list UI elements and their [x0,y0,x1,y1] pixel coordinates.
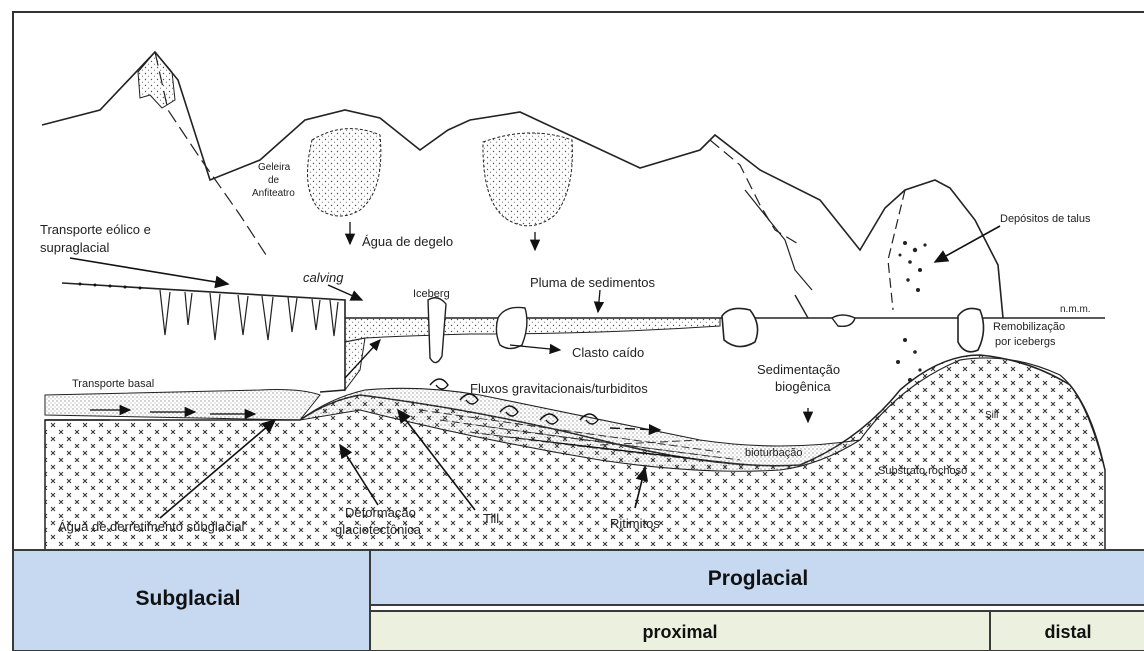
iceberg-3 [722,308,758,346]
label-pluma: Pluma de sedimentos [530,275,656,290]
iceberg-5 [958,308,984,351]
label-geleira-2: de [268,175,280,186]
label-till: Till [483,511,499,526]
zone-distal-label: distal [1044,622,1091,642]
label-iceberg: Iceberg [413,288,450,300]
label-fluxos: Fluxos gravitacionais/turbiditos [470,381,648,396]
label-transporte-basal: Transporte basal [72,378,154,390]
label-depositos-talus: Depósitos de talus [1000,213,1091,225]
zone-table: Subglacial Proglacial proximal distal [13,550,1144,651]
zone-proximal-label: proximal [642,622,717,642]
label-sill: Sill [985,410,998,421]
label-geleira-3: Anfiteatro [252,188,295,199]
label-substrato: Substrato rochoso [878,465,967,477]
label-transporte-eolico-1: Transporte eólico e [40,222,151,237]
label-remobilizacao-1: Remobilização [993,321,1065,333]
label-remobilizacao-2: por icebergs [995,336,1056,348]
zone-subglacial-label: Subglacial [135,587,240,610]
label-agua-derretimento: Água de derretimento subglacial [58,519,245,534]
label-sedimentacao-2: biogênica [775,379,831,394]
label-calving: calving [303,270,344,285]
label-transporte-eolico-2: supraglacial [40,240,109,255]
label-clasto-caido: Clasto caído [572,345,644,360]
label-deformacao-1: Deformação [345,505,416,520]
iceberg-2-clast [496,307,527,348]
zone-proglacial-label: Proglacial [708,567,808,590]
label-bioturbacao: bioturbação [745,447,803,459]
label-geleira-1: Geleira [258,162,291,173]
label-nmm: n.m.m. [1060,304,1091,315]
basal-debris [45,390,320,420]
label-deformacao-2: glaciotectônica [335,522,422,537]
label-agua-degelo: Água de degelo [362,234,453,249]
label-ritimitos: Ritimitos [610,516,660,531]
label-sedimentacao-1: Sedimentação [757,362,840,377]
